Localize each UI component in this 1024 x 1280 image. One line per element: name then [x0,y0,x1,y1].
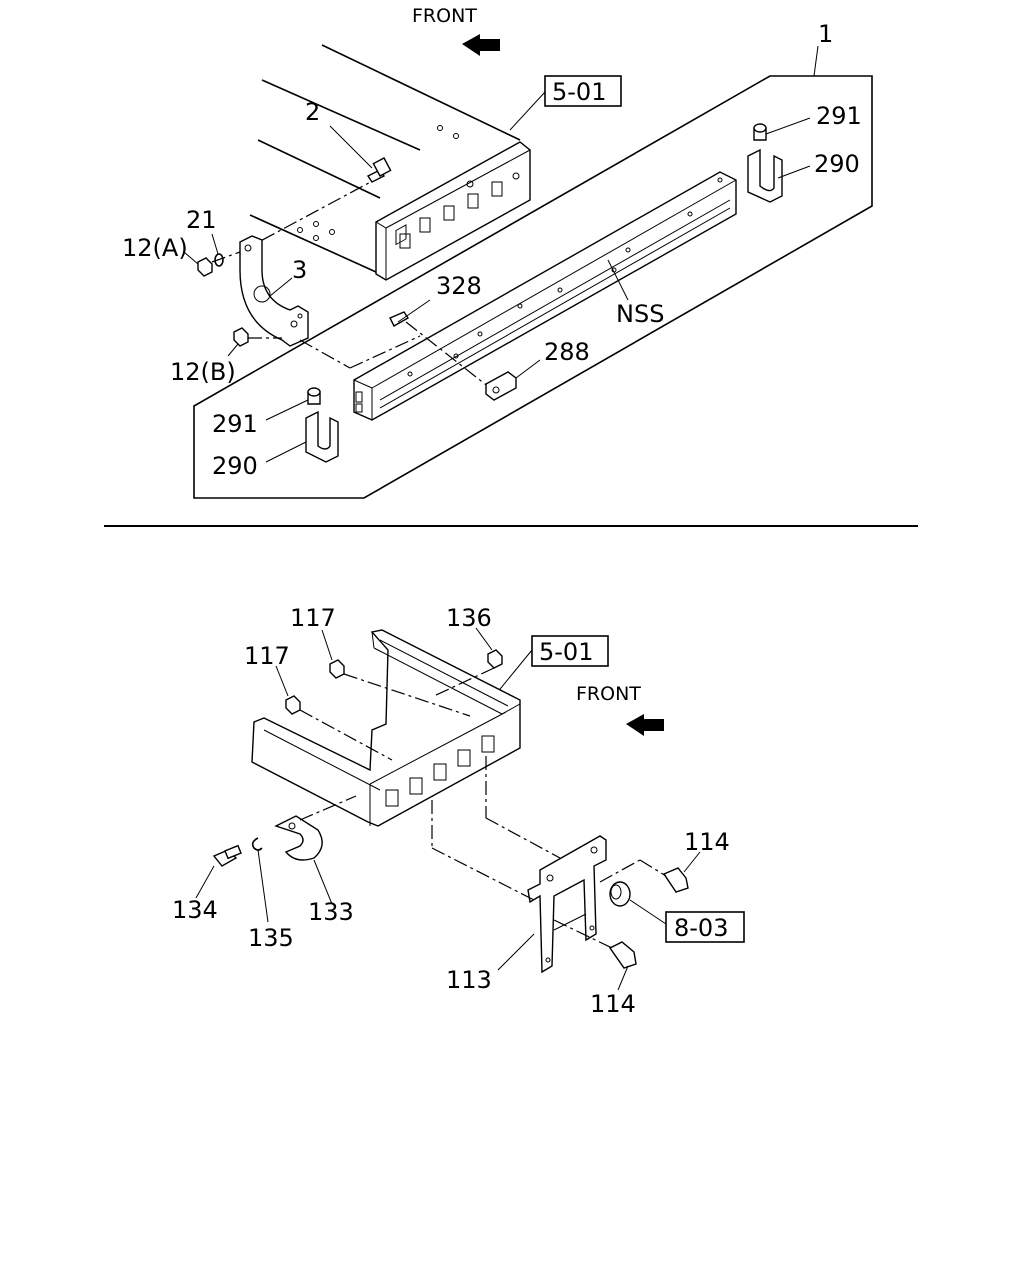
bottom-assembly-view: FRONT 5-01 117 [172,604,745,1018]
callout-12b: 12(B) [170,358,236,386]
callout-291-left: 291 [212,410,258,438]
bolt-114-top[interactable] [662,867,689,893]
bolt-2[interactable] [366,157,392,183]
rear-rail-nss[interactable] [353,171,737,421]
front-arrow-bottom-icon [626,714,664,736]
tow-hook-133[interactable] [274,815,323,861]
nut-12b[interactable] [233,327,249,347]
nut-117-upper[interactable] [329,659,345,679]
top-assembly-view: FRONT 5-01 [122,5,873,499]
bracket-3[interactable] [239,235,309,347]
grease-nipple-291-right[interactable] [753,123,767,141]
nut-136[interactable] [487,649,503,669]
callout-133: 133 [308,898,354,926]
washer-21[interactable] [214,253,224,267]
callout-21: 21 [186,206,217,234]
callout-nss: NSS [616,300,664,328]
chassis-frame-rail-lower [251,629,521,827]
callout-117-upper: 117 [290,604,336,632]
ref-box-label: 5-01 [552,78,606,106]
ref-box-bracket-label: 8-03 [674,914,728,942]
callout-1: 1 [818,20,833,48]
callout-291-right: 291 [816,102,862,130]
callout-136: 136 [446,604,492,632]
callout-117-lower: 117 [244,642,290,670]
bracket-290-right[interactable] [747,148,783,203]
bracket-113[interactable] [527,835,607,974]
nut-117-lower[interactable] [285,695,301,715]
callout-134: 134 [172,896,218,924]
callout-288: 288 [544,338,590,366]
callout-3: 3 [292,256,307,284]
clip-288[interactable] [485,371,517,401]
bolt-134[interactable] [212,844,242,867]
grease-nipple-291-left[interactable] [307,387,321,405]
ref-box-8-03[interactable]: 8-03 [665,911,745,943]
ref-box-frame-label: 5-01 [539,638,593,666]
bolt-114-bottom[interactable] [608,941,637,969]
bolt-328[interactable] [389,311,409,327]
callout-113: 113 [446,966,492,994]
callout-328: 328 [436,272,482,300]
front-label-bottom: FRONT [576,683,641,705]
ref-box-5-01-top[interactable]: 5-01 [544,75,622,107]
callout-12a: 12(A) [122,234,188,262]
front-label-top: FRONT [412,5,477,27]
callout-135: 135 [248,924,294,952]
clip-135[interactable] [251,837,263,851]
callout-2: 2 [305,98,320,126]
cap-8-03[interactable] [609,881,631,907]
callout-114-top: 114 [684,828,730,856]
callout-114-bottom: 114 [590,990,636,1018]
front-arrow-top-icon [462,34,500,56]
nut-12a[interactable] [197,257,213,277]
kit-boundary-1 [193,75,873,499]
ref-box-5-01-bottom[interactable]: 5-01 [531,635,609,667]
callout-290-left: 290 [212,452,258,480]
bracket-290-left[interactable] [305,410,339,463]
chassis-frame-rail [239,44,531,281]
callout-290-right: 290 [814,150,860,178]
